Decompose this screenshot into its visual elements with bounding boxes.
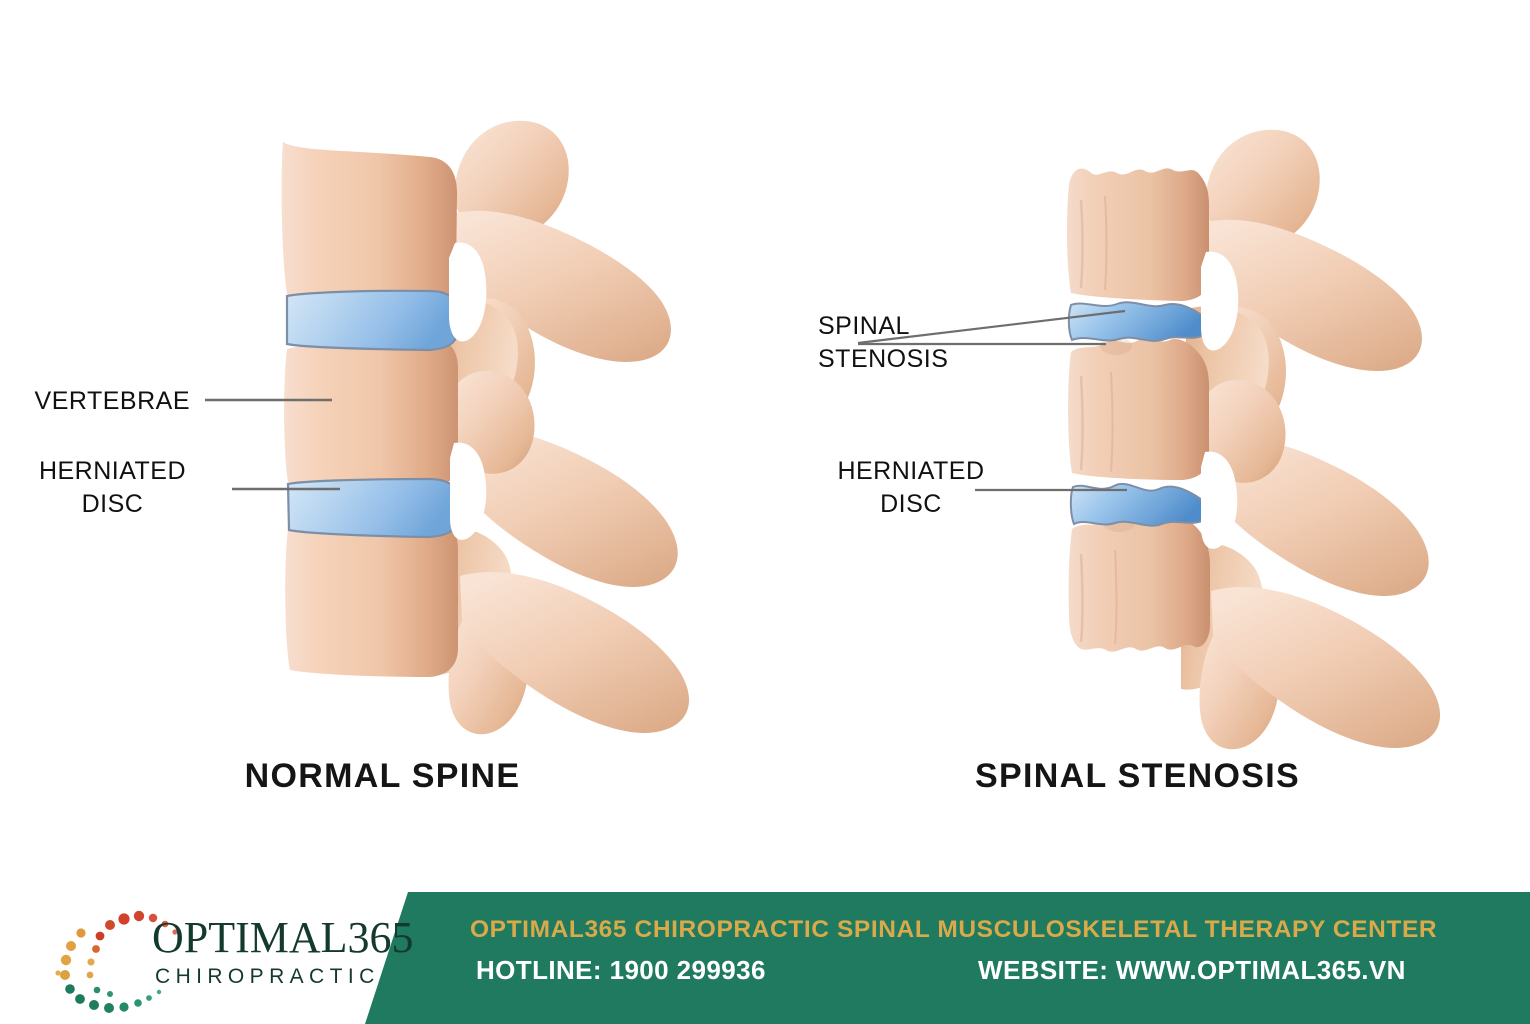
leader-lines-normal	[205, 398, 340, 491]
stenosis-spine-illustration	[857, 129, 1441, 750]
logo-spiral-dots-icon	[55, 910, 178, 1013]
footer-website[interactable]: WEBSITE: WWW.OPTIMAL365.VN	[978, 955, 1406, 985]
footer-green-band	[365, 892, 1530, 1024]
spinal-canal-normal	[449, 242, 487, 540]
degenerative-texture	[1079, 195, 1135, 645]
caption-normal-spine: NORMAL SPINE	[244, 757, 521, 795]
label-vertebrae: VERTEBRAE	[34, 387, 190, 415]
posterior-elements-stenosis	[1181, 129, 1441, 750]
disc-lower-herniated	[286, 477, 460, 539]
footer-hotline[interactable]: HOTLINE: 1900 299936	[476, 955, 766, 985]
footer-title: OPTIMAL365 CHIROPRACTIC SPINAL MUSCULOSK…	[470, 916, 1438, 943]
footer-band-text: OPTIMAL365 CHIROPRACTIC SPINAL MUSCULOSK…	[0, 892, 1530, 1024]
normal-spine-illustration	[205, 120, 690, 735]
logo-wordmark: OPTIMAL365 CHIROPRACTIC	[152, 913, 414, 988]
disc-spinal-stenosis	[1067, 301, 1210, 342]
leader-lines-stenosis	[857, 309, 1127, 492]
vertebral-bodies-stenosis	[1066, 168, 1210, 652]
logo-name: OPTIMAL365	[152, 913, 414, 962]
diagram-normal-spine: VERTEBRAE HERNIATED DISC NORMAL SPINE	[0, 0, 765, 892]
diagram-spinal-stenosis: SPINAL STENOSIS HERNIATED DISC SPINAL ST…	[765, 0, 1530, 892]
footer: OPTIMAL365 CHIROPRACTIC OPTIMAL365 CHIRO…	[0, 892, 1530, 1024]
intervertebral-discs-stenosis	[1067, 301, 1210, 527]
label-herniated-disc-right: HERNIATED DISC	[837, 457, 985, 518]
logo-subtitle: CHIROPRACTIC	[155, 965, 380, 988]
label-herniated-disc-left: HERNIATED DISC	[38, 457, 187, 518]
posterior-elements-normal	[430, 120, 690, 735]
label-spinal-stenosis: SPINAL STENOSIS	[818, 312, 949, 373]
vertebral-bodies-normal	[281, 142, 458, 677]
caption-spinal-stenosis: SPINAL STENOSIS	[975, 757, 1300, 795]
logo-optimal365[interactable]: OPTIMAL365 CHIROPRACTIC	[34, 902, 414, 1014]
disc-upper	[285, 289, 459, 352]
spinal-canal-stenosis	[1201, 251, 1239, 549]
